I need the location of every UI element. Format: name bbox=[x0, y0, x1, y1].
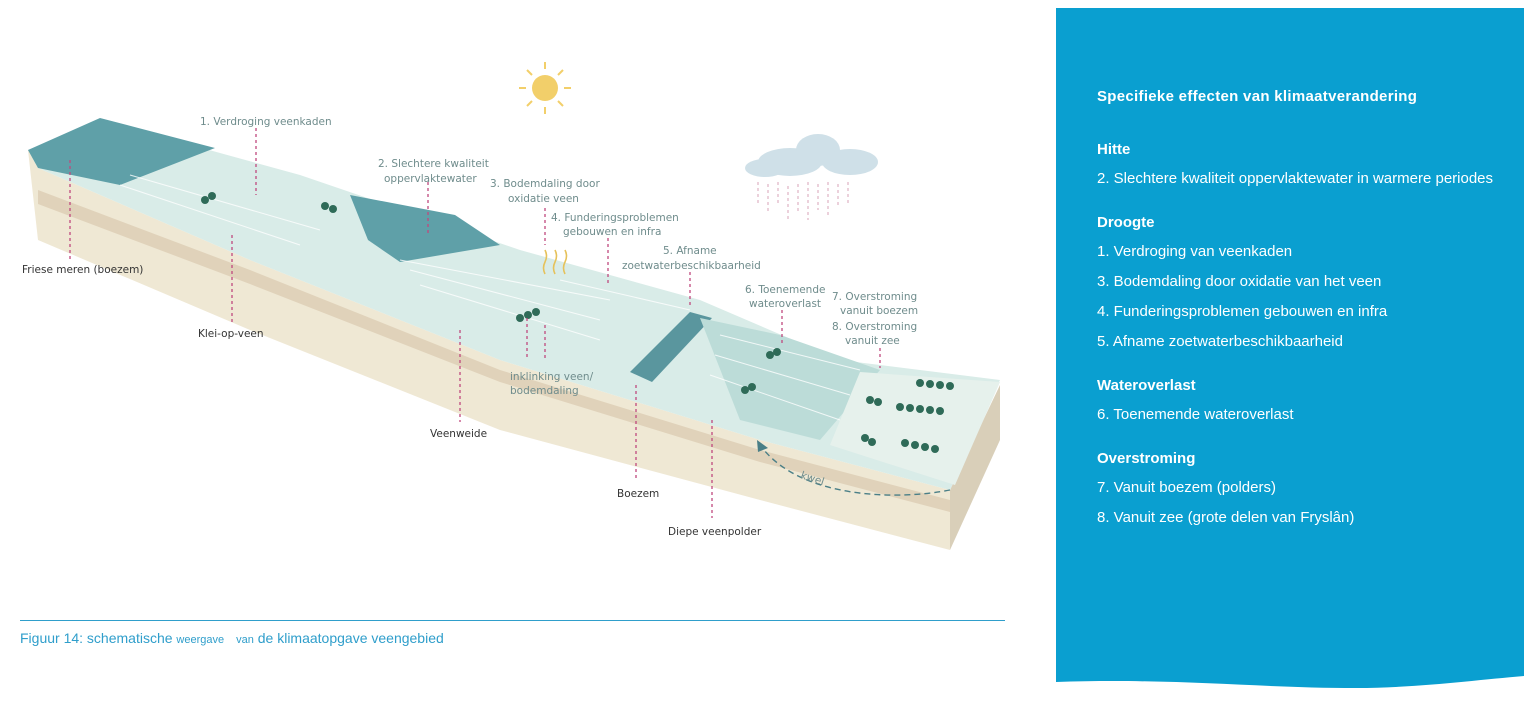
caption-word: weergave bbox=[176, 634, 225, 646]
panel-title: Specifieke effecten van klimaatveranderi… bbox=[1097, 88, 1418, 105]
section-droogte: Droogte 1. Verdroging van veenkaden 3. B… bbox=[1097, 214, 1507, 357]
label-7a: 7. Overstroming bbox=[832, 291, 917, 303]
caption-suffix: de klimaatopgave veengebied bbox=[253, 630, 444, 646]
effects-panel-background bbox=[1056, 8, 1524, 688]
soil-front-face bbox=[28, 150, 950, 550]
section-wateroverlast: Wateroverlast 6. Toenemende wateroverlas… bbox=[1097, 377, 1507, 430]
section-hitte: Hitte 2. Slechtere kwaliteit oppervlakte… bbox=[1097, 141, 1507, 194]
label-inklinking-b: bodemdaling bbox=[510, 385, 579, 397]
caption-van: van bbox=[236, 634, 254, 646]
figure-caption: Figuur 14: schematische weergave van de k… bbox=[20, 630, 444, 646]
section-heading: Droogte bbox=[1097, 214, 1155, 231]
rain-cloud-icon bbox=[745, 134, 878, 222]
label-friese-meren: Friese meren (boezem) bbox=[22, 264, 143, 276]
label-veenweide: Veenweide bbox=[430, 428, 487, 440]
soil-sand-layer bbox=[38, 190, 950, 512]
soil-end-face bbox=[950, 385, 1000, 550]
section-heading: Overstroming bbox=[1097, 450, 1196, 467]
section-heading: Hitte bbox=[1097, 141, 1131, 158]
label-3a: 3. Bodemdaling door bbox=[490, 178, 600, 190]
list-item: 4. Funderingsproblemen gebouwen en infra bbox=[1097, 303, 1388, 320]
label-4a: 4. Funderingsproblemen bbox=[551, 212, 679, 224]
label-8b: vanuit zee bbox=[845, 335, 900, 347]
label-7b: vanuit boezem bbox=[840, 305, 918, 317]
sun-icon bbox=[519, 62, 571, 114]
label-1: 1. Verdroging veenkaden bbox=[200, 116, 332, 128]
list-item: 2. Slechtere kwaliteit oppervlaktewater … bbox=[1097, 170, 1494, 187]
list-item: 1. Verdroging van veenkaden bbox=[1097, 243, 1293, 260]
label-5a: 5. Afname bbox=[663, 245, 717, 257]
caption-prefix: Figuur 14: schematische bbox=[20, 630, 177, 646]
label-5b: zoetwaterbeschikbaarheid bbox=[622, 260, 761, 272]
label-4b: gebouwen en infra bbox=[563, 226, 661, 238]
diepe-veenpolder-surface bbox=[700, 318, 880, 440]
label-8a: 8. Overstroming bbox=[832, 321, 917, 333]
section-overstroming: Overstroming 7. Vanuit boezem (polders) … bbox=[1097, 450, 1507, 533]
label-2a: 2. Slechtere kwaliteit bbox=[378, 158, 489, 170]
list-item: 3. Bodemdaling door oxidatie van het vee… bbox=[1097, 273, 1382, 290]
list-item: 7. Vanuit boezem (polders) bbox=[1097, 479, 1276, 496]
list-item: 6. Toenemende wateroverlast bbox=[1097, 406, 1294, 423]
list-item: 5. Afname zoetwaterbeschikbaarheid bbox=[1097, 333, 1343, 350]
label-6b: wateroverlast bbox=[749, 298, 821, 310]
boezem-pond bbox=[350, 195, 500, 262]
section-heading: Wateroverlast bbox=[1097, 377, 1196, 394]
label-3b: oxidatie veen bbox=[508, 193, 579, 205]
label-klei-op-veen: Klei-op-veen bbox=[198, 328, 264, 340]
label-inklinking-a: inklinking veen/ bbox=[510, 371, 594, 383]
veengebied-diagram: 1. Verdroging veenkaden 2. Slechtere kwa… bbox=[22, 62, 1000, 550]
caption-rule bbox=[20, 620, 1005, 621]
label-6a: 6. Toenemende bbox=[745, 284, 825, 296]
friese-meren-water bbox=[28, 118, 215, 185]
boezem-canal bbox=[630, 312, 712, 382]
label-boezem: Boezem bbox=[617, 488, 659, 500]
label-diepe-veenpolder: Diepe veenpolder bbox=[668, 526, 762, 538]
list-item: 8. Vanuit zee (grote delen van Fryslân) bbox=[1097, 509, 1355, 526]
label-2b: oppervlaktewater bbox=[384, 173, 477, 185]
effects-panel: Specifieke effecten van klimaatveranderi… bbox=[1097, 88, 1507, 553]
